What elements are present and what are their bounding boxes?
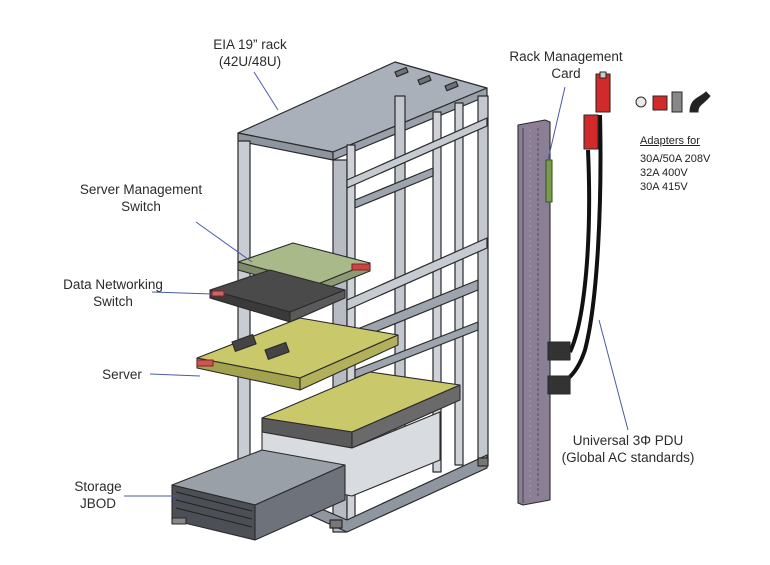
data-networking-switch [209,269,346,323]
adapter-line-2: 32A 400V [640,167,688,179]
storage-jbod-label: Storage JBOD [74,479,122,511]
adapters-heading: Adapters for [640,135,700,147]
adapter-line-3: 30A 415V [640,181,688,193]
rack-management-card-label: Rack Management Card [509,49,623,81]
server-tray [196,317,399,391]
server-label: Server [102,367,142,382]
adapter-line-1: 30A/50A 208V [640,153,711,165]
data-networking-switch-label: Data Networking Switch [63,277,163,309]
pdu-strip [517,71,611,506]
rack-label: EIA 19” rack (42U/48U) [213,37,287,69]
leader-lines [124,71,629,497]
storage-jbod [171,449,346,541]
adapter-icons [635,91,711,113]
pdu-label: Universal 3Φ PDU (Global AC standards) [561,433,695,465]
server-management-switch-label: Server Management Switch [79,182,203,214]
